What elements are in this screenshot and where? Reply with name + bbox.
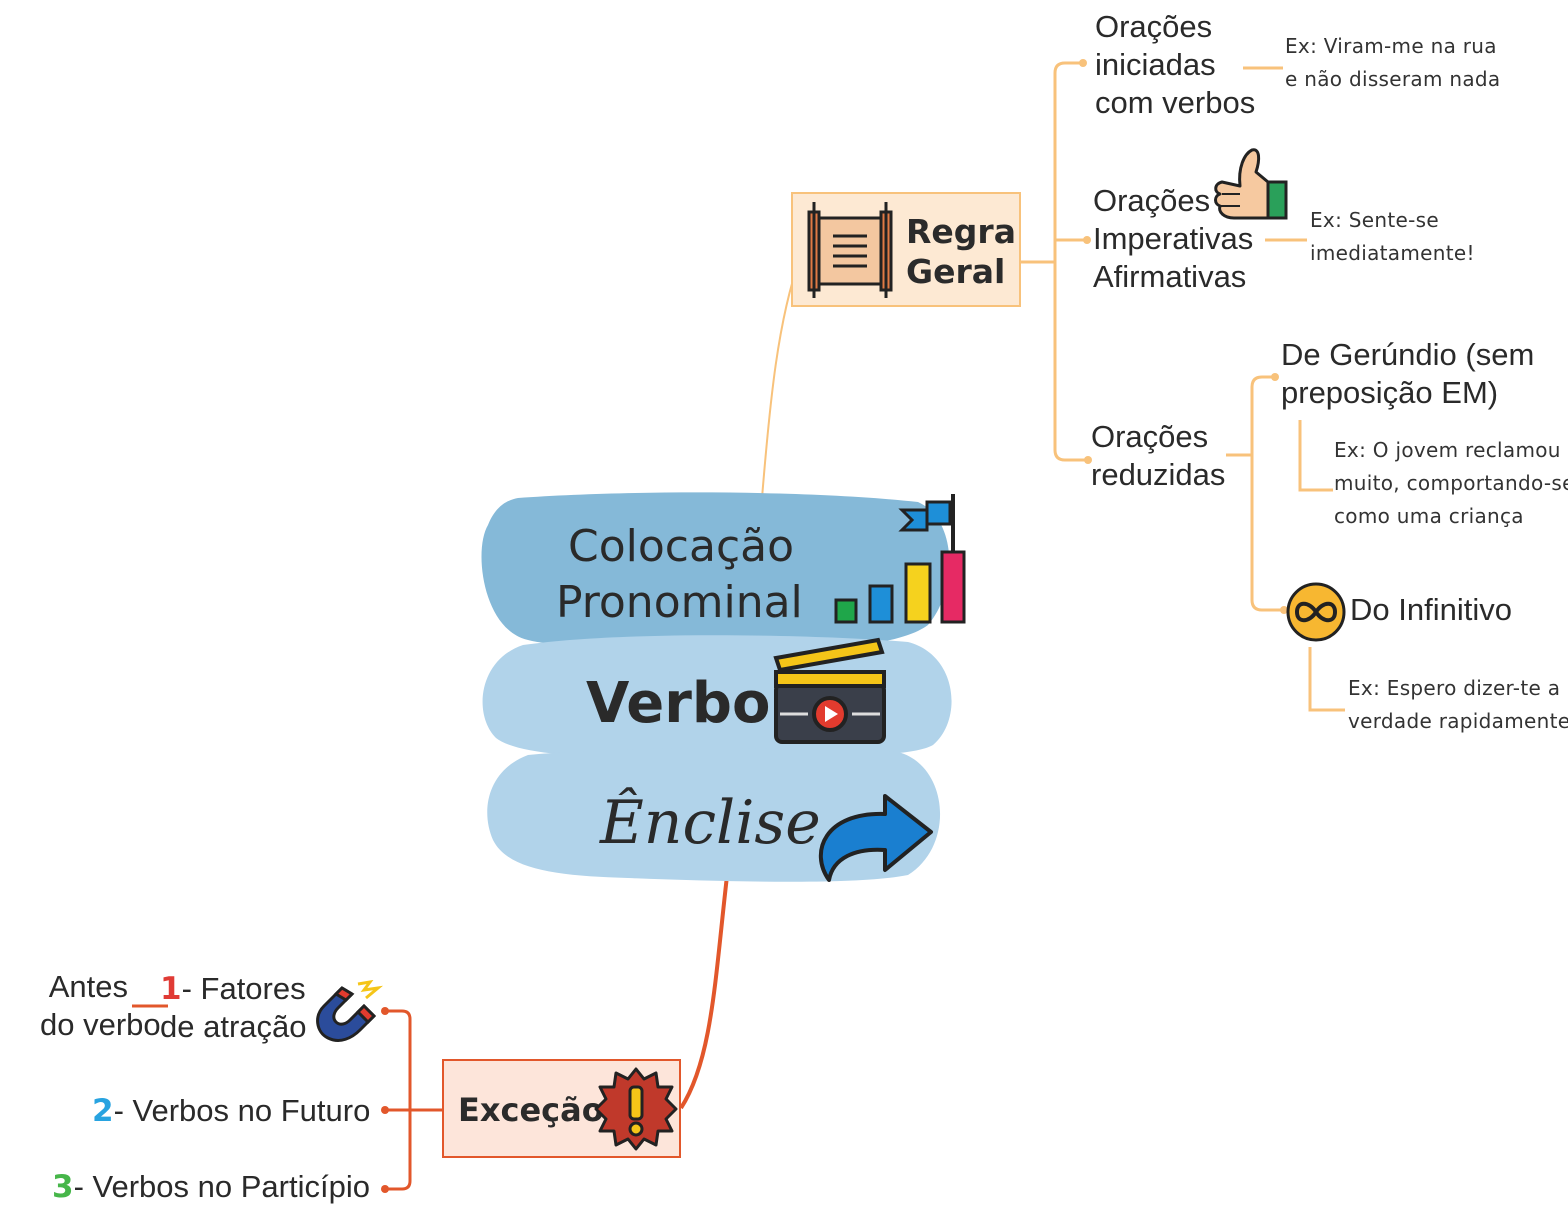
- number-badge: 1: [160, 971, 182, 1007]
- item-line: Imperativas: [1093, 221, 1254, 256]
- item-line: reduzidas: [1091, 457, 1226, 492]
- item-line: preposição EM): [1281, 375, 1499, 410]
- item-line: De Gerúndio (sem: [1281, 337, 1535, 372]
- excecao-title: Exceção: [458, 1091, 604, 1129]
- example-line: Ex: Viram-me na rua: [1285, 34, 1497, 58]
- regra-geral-title: Regra Geral: [906, 212, 1016, 292]
- example-line: verdade rapidamente: [1348, 709, 1568, 733]
- example-line: Ex: Sente-se: [1310, 208, 1439, 232]
- item-line: Orações: [1091, 419, 1209, 454]
- central-title-line2: Pronominal: [556, 577, 803, 628]
- item-label: - Verbos no Futuro: [113, 1093, 371, 1128]
- example-line: muito, comportando-se: [1334, 471, 1568, 495]
- curved-arrow-icon: [818, 794, 933, 882]
- magnet-icon: [316, 980, 384, 1042]
- thumbs-up-icon: [1214, 148, 1288, 220]
- oracoes-reduzidas-node[interactable]: Orações reduzidas: [1091, 418, 1225, 494]
- item-line: - Fatores: [181, 971, 306, 1006]
- antes-do-verbo-note: Antes do verbo: [40, 968, 161, 1044]
- item-line: com verbos: [1095, 85, 1256, 120]
- verbos-futuro-node[interactable]: 2- Verbos no Futuro: [92, 1092, 370, 1130]
- regra-title-line2: Geral: [906, 252, 1006, 291]
- example-line: imediatamente!: [1310, 241, 1475, 265]
- example-gerundio: Ex: O jovem reclamou muito, comportando-…: [1334, 434, 1568, 533]
- example-line: e não disseram nada: [1285, 67, 1501, 91]
- clapperboard-icon: [773, 637, 886, 744]
- regra-geral-node[interactable]: Regra Geral: [791, 192, 1021, 307]
- note-line: Antes: [48, 969, 128, 1004]
- item-line: iniciadas: [1095, 47, 1216, 82]
- example-imperativas: Ex: Sente-se imediatamente!: [1310, 204, 1475, 270]
- number-badge: 2: [92, 1093, 114, 1129]
- item-line: Afirmativas: [1093, 259, 1247, 294]
- infinitivo-node[interactable]: Do Infinitivo: [1350, 592, 1512, 627]
- example-line: Ex: Espero dizer-te a: [1348, 676, 1561, 700]
- infinity-icon: [1286, 582, 1346, 642]
- number-badge: 3: [52, 1169, 74, 1205]
- example-infinitivo: Ex: Espero dizer-te a verdade rapidament…: [1348, 672, 1568, 738]
- central-title-line1: Colocação: [568, 521, 795, 572]
- oracoes-iniciadas-node[interactable]: Orações iniciadas com verbos: [1095, 8, 1255, 122]
- enclise-title: Ênclise: [600, 788, 821, 858]
- gerundio-node[interactable]: De Gerúndio (sem preposição EM): [1281, 336, 1534, 412]
- note-line: do verbo: [40, 1007, 161, 1042]
- scroll-icon: [807, 202, 893, 298]
- example-line: Ex: O jovem reclamou: [1334, 438, 1561, 462]
- item-line: Orações: [1095, 9, 1213, 44]
- item-line: Orações: [1093, 183, 1211, 218]
- regra-title-line1: Regra: [906, 212, 1016, 251]
- item-line: de atração: [160, 1009, 307, 1044]
- example-iniciadas: Ex: Viram-me na rua e não disseram nada: [1285, 30, 1501, 96]
- verbo-title: Verbo: [586, 671, 771, 736]
- exclamation-badge-icon: [594, 1067, 678, 1151]
- fatores-atracao-node[interactable]: 1- Fatores de atração: [160, 970, 307, 1046]
- item-label: - Verbos no Particípio: [73, 1169, 370, 1204]
- verbos-participio-node[interactable]: 3- Verbos no Particípio: [52, 1168, 370, 1206]
- excecao-node[interactable]: Exceção: [442, 1059, 681, 1158]
- oracoes-imperativas-node[interactable]: Orações Imperativas Afirmativas: [1093, 182, 1253, 296]
- bar-chart-flag-icon: [834, 494, 966, 624]
- example-line: como uma criança: [1334, 504, 1524, 528]
